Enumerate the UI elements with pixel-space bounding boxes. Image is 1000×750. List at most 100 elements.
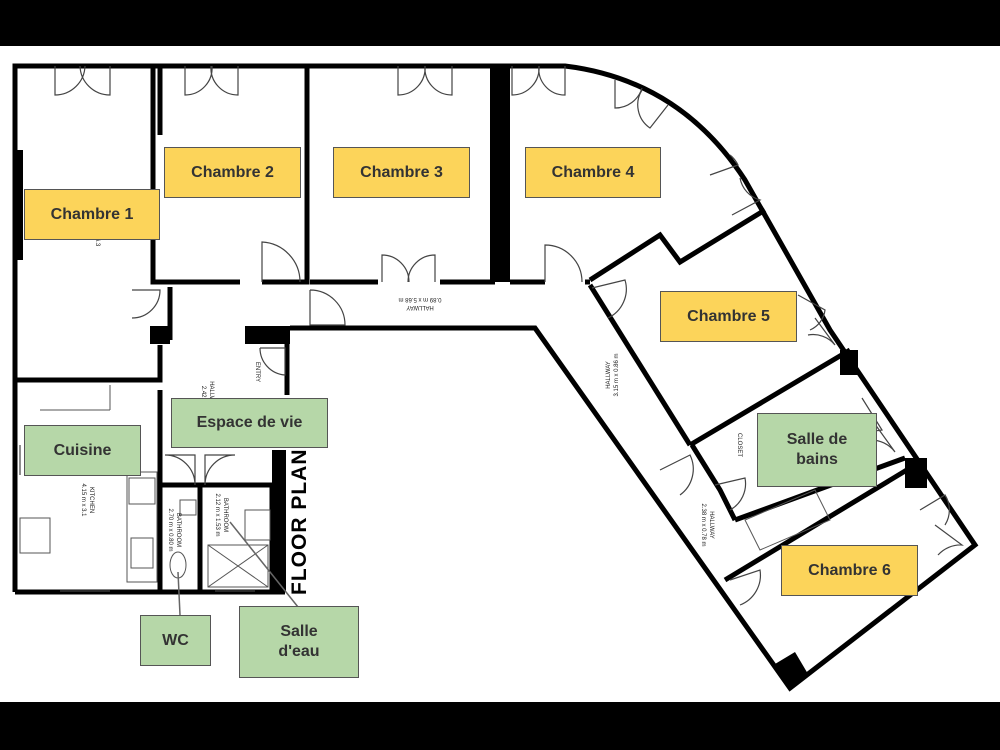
door-ch4d (637, 89, 669, 129)
door-ch4-bottom (544, 244, 583, 283)
kitchen-counter (126, 471, 158, 583)
room-tag-chambre4: Chambre 4 (525, 147, 661, 198)
door-hall-lower (659, 454, 694, 496)
wall-chambre2-left (150, 66, 240, 285)
door-ch5b (797, 294, 826, 331)
room-tag-salle-deau: Salle d'eau (239, 606, 359, 678)
door-ch3-bottom (381, 254, 410, 283)
door-hall-ch1 (131, 289, 161, 319)
door-ch6 (729, 569, 762, 606)
bathroom-shower-name: BATHROOM (222, 498, 228, 532)
door-hall-main (309, 289, 346, 326)
room-tag-wc: WC (140, 615, 211, 666)
hallway-right-label: HALLWAY 3.15 m x 0.86 m (606, 353, 620, 396)
room-tag-chambre1: Chambre 1 (24, 189, 160, 240)
wall-chambre2-right (262, 66, 310, 285)
bathroom-shower-label: BATHROOM 2.12 m x 1.53 m (214, 493, 228, 536)
pillar-7 (840, 350, 858, 375)
hallway-left-name: HALLWAY (208, 381, 214, 409)
bathroom-shower-dim: 2.12 m x 1.53 m (214, 493, 220, 536)
door-ch6b (919, 494, 950, 526)
door-ch3-bottom2 (407, 254, 436, 283)
door-ch4 (511, 65, 540, 96)
room-tag-chambre3: Chambre 3 (333, 147, 470, 198)
door-ch4e (709, 154, 739, 176)
hallway-right-dim: 3.15 m x 0.86 m (614, 353, 620, 396)
hallway-main-dim: 0.89 m x 5.68 m (398, 296, 441, 302)
door-entry (259, 347, 286, 376)
shower-tray (207, 544, 269, 588)
wall-chambre1-bottom (15, 345, 163, 383)
door-ch3 (397, 65, 426, 96)
door-closet (714, 477, 747, 511)
door-living-b (204, 454, 236, 486)
small-labels: HALLWAY 0.89 m x 5.68 m HALLWAY 3.15 m x… (80, 238, 742, 552)
pillar-5 (272, 450, 286, 592)
wall-closet (689, 443, 738, 522)
pillar-1 (490, 66, 510, 282)
wall-chambre5-bottom (688, 347, 852, 448)
callout-salle-deau (229, 521, 299, 608)
hallway-left-label: HALLWAY 2.42 m (200, 381, 214, 409)
hallway-main-name: HALLWAY (406, 304, 434, 310)
door-ch4f (731, 177, 762, 216)
door-ch4b (538, 65, 566, 96)
hallway-lower-label: HALLWAY 2.38 m x 0.78 m (700, 503, 714, 546)
fixtures (19, 385, 831, 592)
hallway-right-name: HALLWAY (606, 361, 612, 389)
chambre1-dim-label: 6.3 (94, 238, 100, 247)
door-living-a (164, 454, 196, 486)
hallway-left-dim: 2.42 m (200, 386, 206, 404)
thick-wall-blocks (15, 66, 927, 688)
pillar-6 (905, 458, 927, 488)
room-tag-cuisine: Cuisine (24, 425, 141, 476)
floor-plan-drawing: HALLWAY 0.89 m x 5.68 m HALLWAY 3.15 m x… (12, 63, 979, 692)
closet-text: CLOSET (736, 433, 742, 457)
wall-chambre6-outer (775, 652, 808, 688)
room-tag-chambre5: Chambre 5 (660, 291, 797, 342)
callout-wc (177, 571, 181, 616)
hallway-main-label: HALLWAY 0.89 m x 5.68 m (398, 296, 441, 310)
bathroom-wc-label: BATHROOM 2.70 m x 0.80 m (167, 508, 181, 551)
kitchen-dim: 4.15 m x 3.1 (80, 483, 86, 517)
bathroom-wc-dim: 2.70 m x 0.80 m (167, 508, 173, 551)
door-ch5 (591, 279, 627, 319)
shower-sink (244, 509, 271, 541)
door-ch2 (184, 65, 213, 96)
shower-x2 (207, 544, 269, 588)
pillar-2 (15, 150, 23, 260)
room-tag-chambre6: Chambre 6 (781, 545, 918, 596)
door-ch3b (424, 65, 453, 96)
bathtub (744, 489, 831, 551)
wall-chambre6-top (723, 459, 922, 583)
floor-plan-geometry: HALLWAY 0.89 m x 5.68 m HALLWAY 3.15 m x… (12, 63, 979, 692)
wall-chambre5-left (587, 283, 693, 447)
floor-plan-sheet: HALLWAY 0.89 m x 5.68 m HALLWAY 3.15 m x… (0, 46, 1000, 702)
stove (128, 477, 156, 505)
door-ch1b (79, 65, 111, 96)
callout-lines (177, 521, 299, 616)
pillar-4 (150, 326, 170, 344)
entry-label: ENTRY (254, 362, 260, 382)
door-ch5c (807, 317, 836, 346)
kitchen-table (19, 517, 51, 554)
floor-plan-title: FLOOR PLAN (288, 449, 311, 596)
hallway-lower-dim: 2.38 m x 0.78 m (700, 503, 706, 546)
door-ch2-bottom (261, 241, 301, 283)
closet-label: CLOSET (736, 433, 742, 457)
pillar-3 (245, 326, 290, 344)
hallway-lower-name: HALLWAY (708, 511, 714, 539)
wall-chambre4-right (588, 207, 767, 283)
kitchen-name: KITCHEN (88, 487, 94, 513)
room-tag-salle-de-bains: Salle de bains (757, 413, 877, 487)
kitchen-label: KITCHEN 4.15 m x 3.1 (80, 483, 94, 517)
door-ch1 (54, 65, 86, 96)
kitchen-sink (130, 537, 154, 569)
room-tag-espace-de-vie: Espace de vie (171, 398, 328, 448)
wc-sink (179, 499, 197, 516)
entry-text: ENTRY (254, 362, 260, 382)
room-tag-chambre2: Chambre 2 (164, 147, 301, 198)
chambre1-dim: 6.3 (94, 238, 100, 247)
door-ch6c (934, 524, 964, 556)
